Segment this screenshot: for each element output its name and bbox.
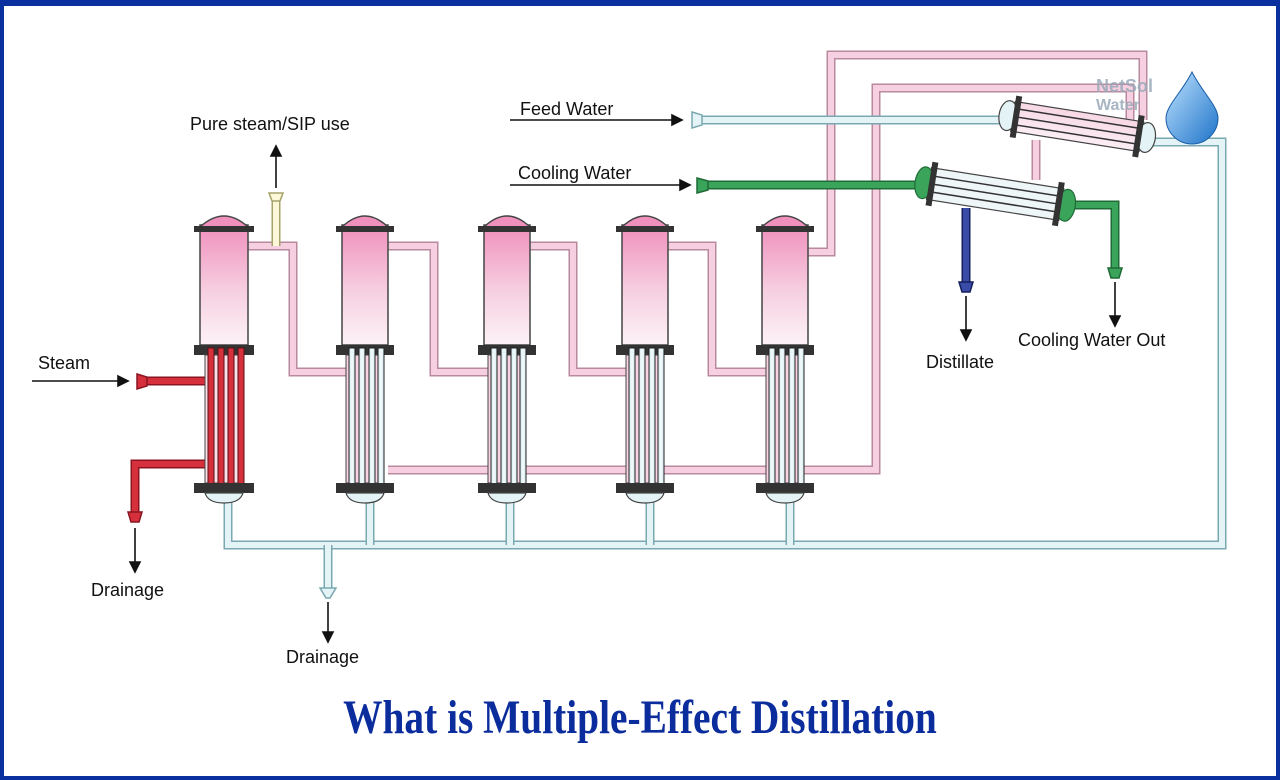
steam-label: Steam [38, 353, 90, 373]
steam-pipes [126, 372, 205, 523]
netsol-logo: NetSol Water [1096, 70, 1219, 145]
drainage-left-label: Drainage [91, 580, 164, 600]
drainage-bottom-label: Drainage [286, 647, 359, 667]
pure-steam-label: Pure steam/SIP use [190, 114, 350, 134]
cooling-water-label: Cooling Water [518, 163, 631, 183]
column-4 [616, 215, 674, 504]
vapor-pipes [248, 50, 1148, 475]
feed-water-label: Feed Water [520, 99, 613, 119]
cooling-water-pipes [696, 177, 1124, 279]
column-1 [194, 215, 254, 504]
flow-arrows [32, 113, 1122, 644]
column-3 [478, 215, 536, 504]
water-drop-icon [1165, 70, 1219, 145]
logo-line2: Water [1096, 97, 1140, 114]
cooling-water-out-label: Cooling Water Out [1018, 330, 1165, 350]
page-title: What is Multiple-Effect Distillation [343, 691, 937, 744]
cooling-water-heat-exchanger [914, 161, 1077, 227]
column-5 [756, 215, 814, 504]
distillate-label: Distillate [926, 352, 994, 372]
feed-water-heat-exchanger [998, 95, 1157, 158]
top-border [0, 0, 1280, 6]
column-2 [336, 215, 394, 504]
distillate-pipe [957, 208, 975, 293]
logo-line1: NetSol [1096, 76, 1153, 96]
